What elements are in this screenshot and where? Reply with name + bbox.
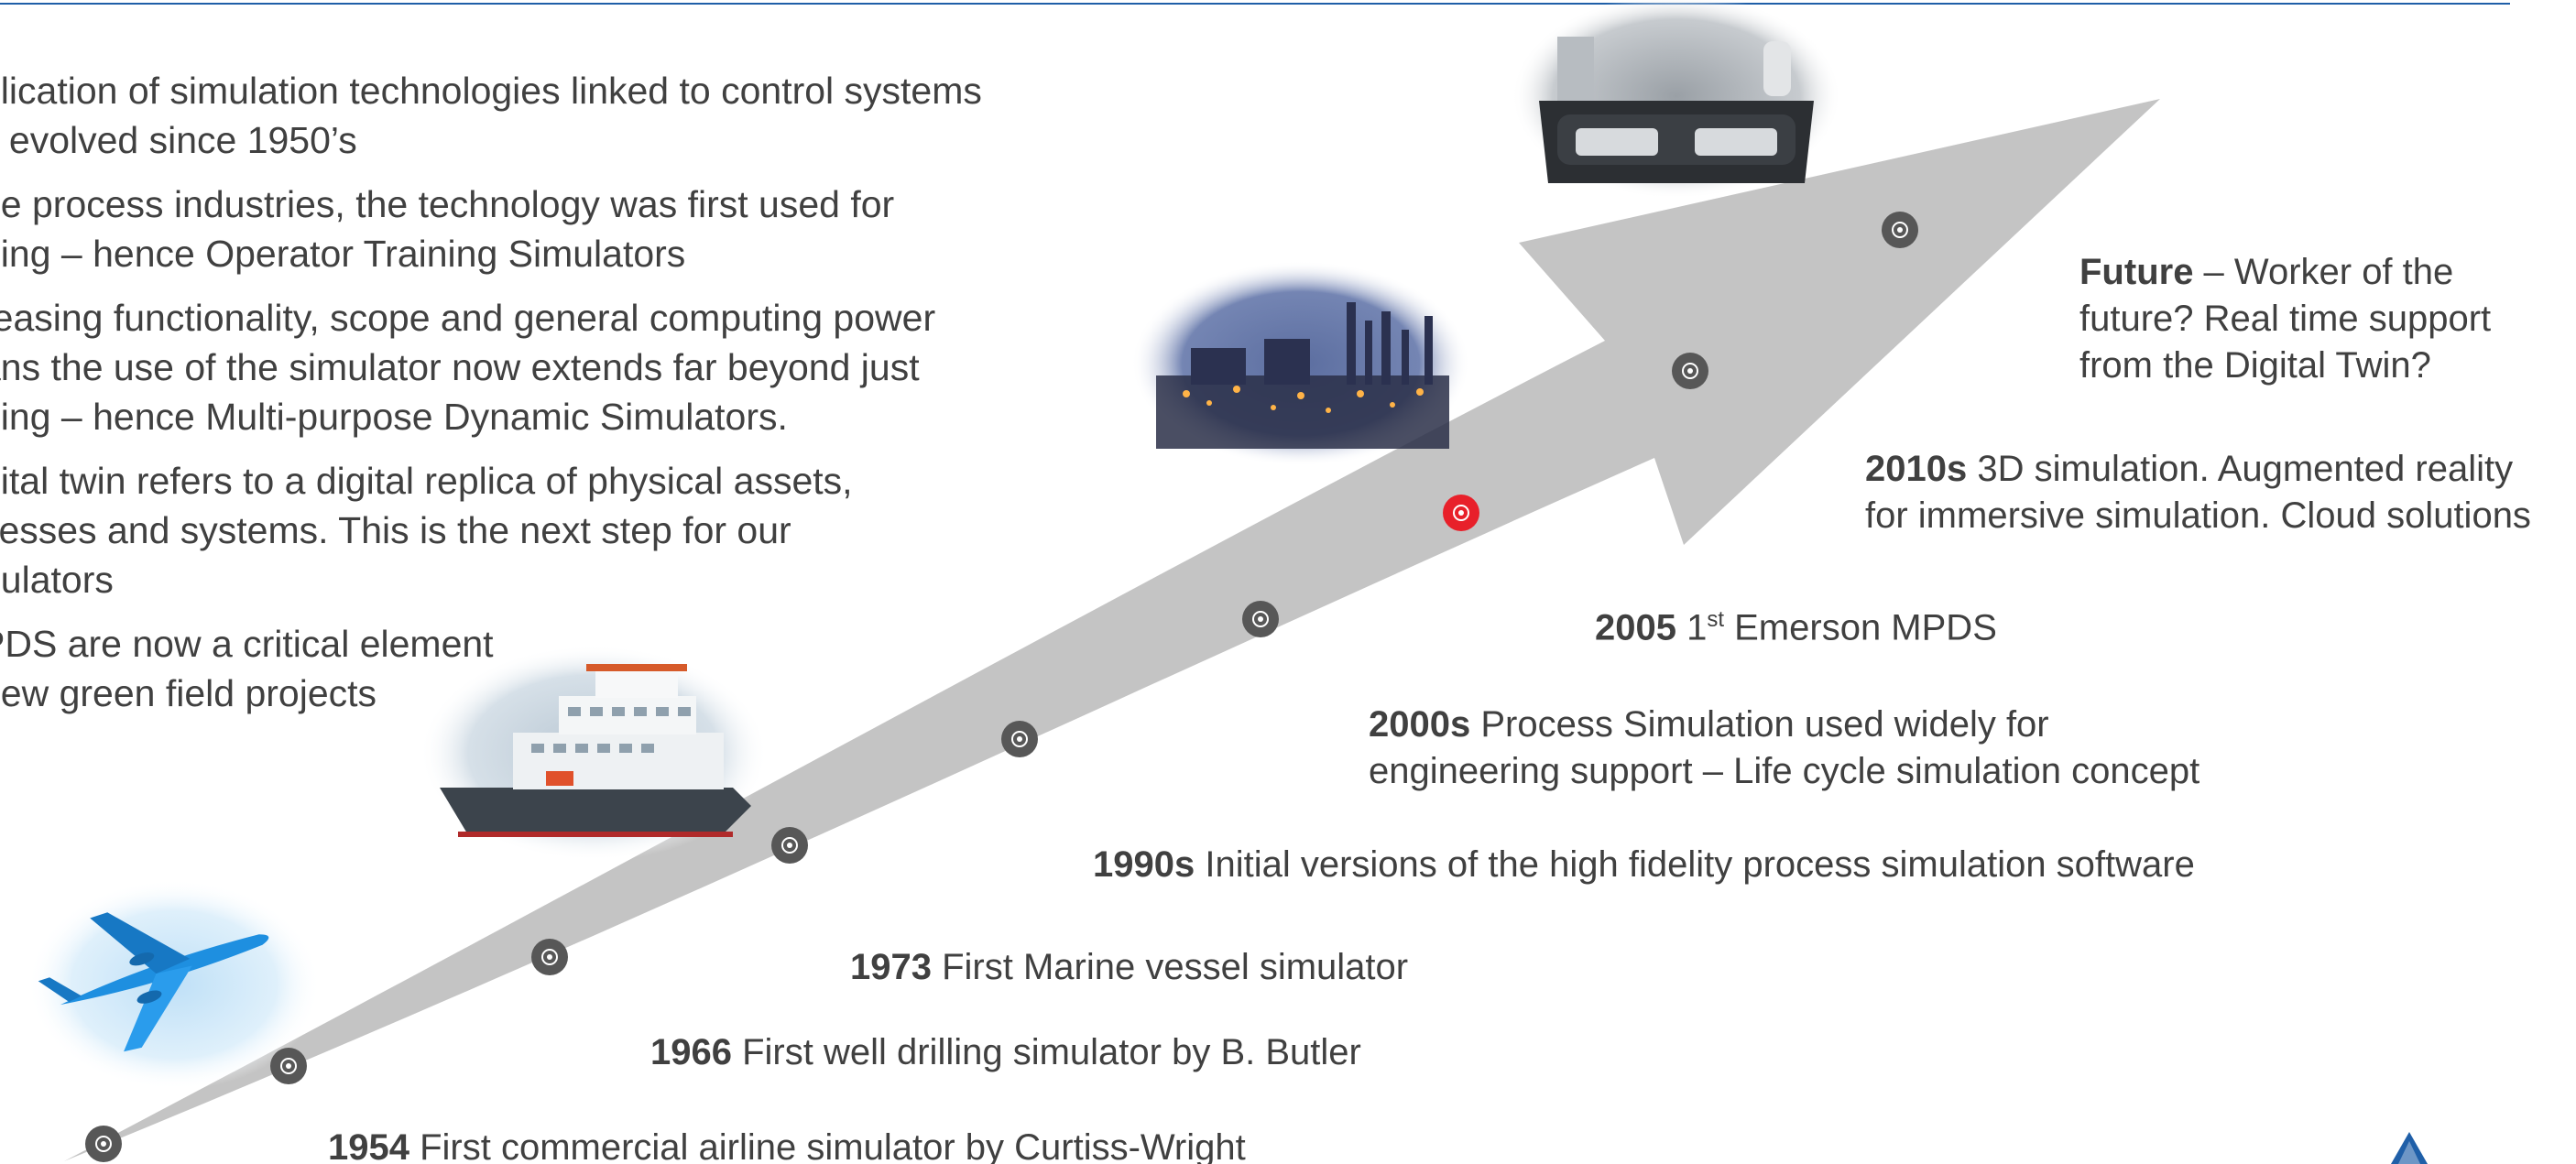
timeline-markers <box>85 212 1918 1162</box>
timeline-marker-ring <box>1892 222 1908 238</box>
timeline-marker-ring <box>541 949 558 965</box>
bullet-item-5: PDS are now a critical element new green… <box>0 623 494 714</box>
marine-vessel-photo <box>420 645 768 861</box>
timeline-marker-dot <box>547 954 552 960</box>
bullet-item-3: reasing functionality, scope and general… <box>0 297 936 438</box>
milestone-text: Process Simulation used widely for engin… <box>1369 704 2200 791</box>
timeline-marker-dot <box>101 1141 106 1147</box>
milestone-year: 1973 <box>850 947 932 987</box>
milestone-year: Future <box>2079 252 2194 292</box>
milestone-future: Future – Worker of the future? Real time… <box>2079 202 2491 389</box>
bullet-item-2: he process industries, the technology wa… <box>0 183 895 275</box>
timeline-marker-ring <box>1453 505 1469 521</box>
milestone-text: First well drilling simulator by B. Butl… <box>731 1032 1361 1072</box>
timeline-marker-ring <box>95 1136 112 1152</box>
timeline-marker-dot <box>1258 616 1263 622</box>
timeline-marker-dot <box>1687 368 1693 374</box>
timeline-marker-ring <box>280 1058 297 1074</box>
milestone-text: First Marine vessel simulator <box>931 947 1409 987</box>
bullet-list: plication of simulation technologies lin… <box>0 66 1116 733</box>
growth-arrow <box>64 99 2160 1161</box>
milestone-superscript: st <box>1707 607 1725 632</box>
timeline-marker-ring <box>781 837 798 854</box>
milestone-text: First commercial airline simulator by Cu… <box>409 1127 1246 1164</box>
header-rule <box>0 3 2510 5</box>
company-logo-icon <box>2391 1132 2428 1164</box>
timeline-marker-dot <box>787 843 792 848</box>
timeline-marker-dot <box>1017 736 1022 742</box>
milestone-2000s: 2000s Process Simulation used widely for… <box>1369 655 2199 795</box>
milestone-2010s: 2010s 3D simulation. Augmented reality f… <box>1865 399 2531 539</box>
milestone-2005: 2005 1st Emerson MPDS <box>1595 549 1997 651</box>
timeline-marker-dot <box>286 1063 291 1069</box>
airplane-photo <box>27 879 321 1090</box>
milestone-year: 1966 <box>650 1032 732 1072</box>
milestone-text-after: Emerson MPDS <box>1724 607 1997 648</box>
milestone-text: 3D simulation. Augmented reality for imm… <box>1865 449 2531 536</box>
timeline-marker-dot <box>1897 227 1903 233</box>
milestone-text: 1 <box>1675 607 1708 648</box>
milestone-year: 2000s <box>1369 704 1471 745</box>
vr-headset-photo <box>1512 0 1841 199</box>
milestone-year: 1954 <box>328 1127 409 1164</box>
milestone-year: 1990s <box>1093 844 1195 885</box>
bullet-item-4: gital twin refers to a digital replica o… <box>0 460 853 601</box>
milestone-text: Initial versions of the high fidelity pr… <box>1195 844 2195 885</box>
milestone-1954: 1954 First commercial airline simulator … <box>328 1078 1246 1164</box>
timeline-marker-dot <box>1458 510 1464 516</box>
milestone-1966: 1966 First well drilling simulator by B.… <box>650 983 1361 1076</box>
milestone-text: – Worker of the future? Real time suppor… <box>2079 252 2492 386</box>
milestone-year: 2005 <box>1595 607 1676 648</box>
milestone-year: 2010s <box>1865 449 1968 489</box>
milestone-1973: 1973 First Marine vessel simulator <box>850 897 1408 991</box>
refinery-photo <box>1131 261 1470 466</box>
timeline-marker-ring <box>1252 611 1269 627</box>
timeline-marker-ring <box>1682 363 1698 379</box>
milestone-1990s: 1990s Initial versions of the high fidel… <box>1093 795 2195 888</box>
timeline-marker-ring <box>1011 731 1028 747</box>
bullet-item-1: plication of simulation technologies lin… <box>0 70 982 161</box>
